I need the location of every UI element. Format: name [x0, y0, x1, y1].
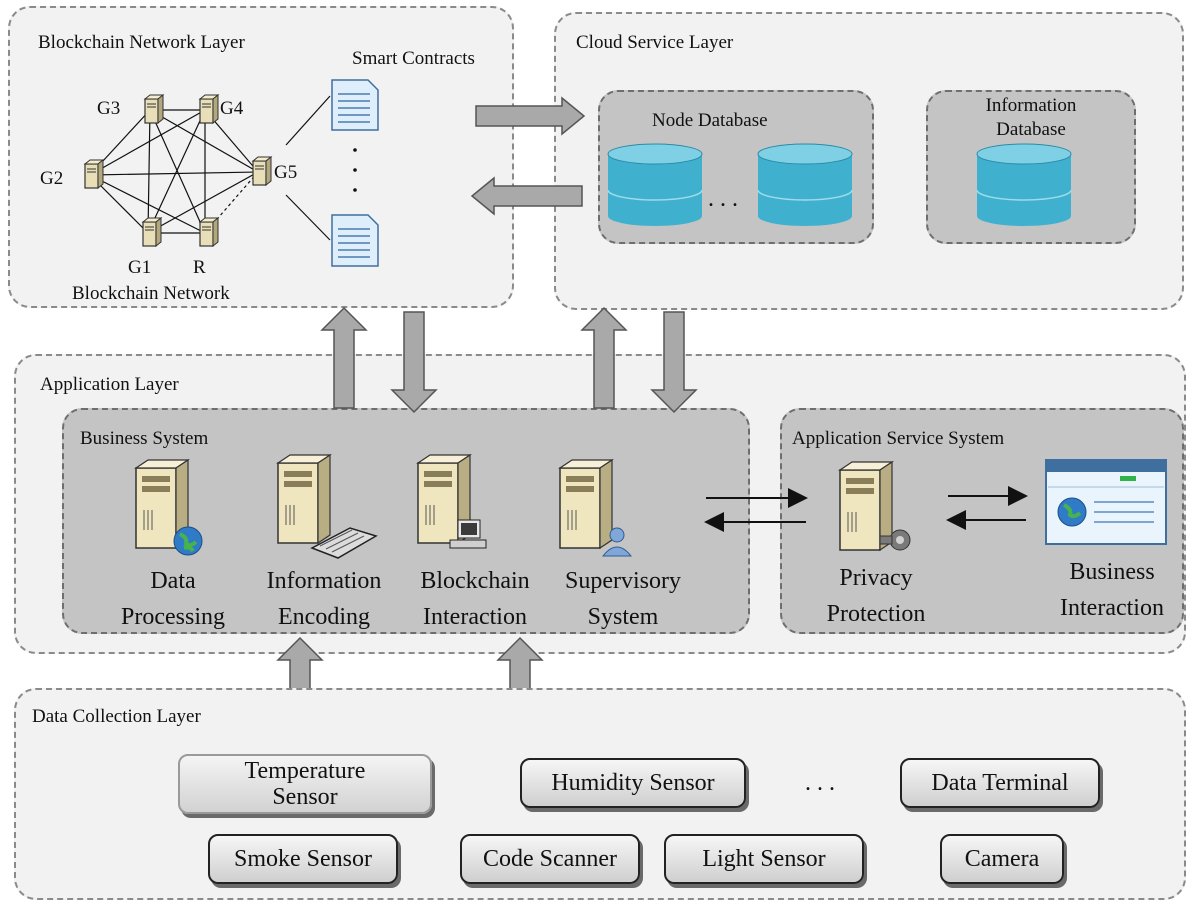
code-scanner: Code Scanner — [460, 834, 640, 884]
blockchain-interaction-label: Blockchain Interaction — [420, 568, 530, 630]
information-encoding-label: Information Encoding — [266, 568, 382, 630]
information-database-label: Information Database — [985, 95, 1077, 140]
blockchain-network-layer: Blockchain Network Layer Smart Contracts — [8, 6, 514, 308]
data-processing-label: Data Processing — [121, 568, 225, 630]
blockchain-layer-title: Blockchain Network Layer — [38, 32, 245, 53]
database-ellipsis: . . . — [708, 186, 738, 212]
light-sensor: Light Sensor — [664, 834, 864, 884]
camera: Camera — [940, 834, 1064, 884]
privacy-protection-label: Privacy Protection — [826, 565, 926, 627]
information-database-group: Information Database — [926, 90, 1136, 244]
business-interaction-label: Business Interaction — [1060, 559, 1164, 621]
data-collection-layer-title: Data Collection Layer — [32, 706, 201, 727]
application-layer-title: Application Layer — [40, 374, 179, 395]
node-database-label: Node Database — [652, 110, 768, 131]
sensor-ellipsis: . . . — [805, 770, 835, 796]
application-service-system-title: Application Service System — [792, 428, 1005, 449]
node-label-g4: G4 — [220, 98, 244, 119]
node-label-g3: G3 — [97, 98, 121, 119]
node-label-g5: G5 — [274, 162, 298, 183]
node-label-r: R — [193, 257, 206, 278]
node-label-g1: G1 — [128, 257, 152, 278]
smart-contracts-label: Smart Contracts — [352, 48, 475, 69]
cloud-layer-title: Cloud Service Layer — [576, 32, 734, 53]
blockchain-network-label: Blockchain Network — [72, 283, 230, 304]
supervisory-system-label: Supervisory System — [565, 568, 681, 630]
smoke-sensor: Smoke Sensor — [208, 834, 398, 884]
temperature-sensor: Temperature Sensor — [178, 754, 432, 814]
business-system-title: Business System — [80, 428, 209, 449]
node-database-group: Node Database — [598, 90, 874, 244]
humidity-sensor: Humidity Sensor — [520, 758, 746, 808]
node-label-g2: G2 — [40, 168, 64, 189]
data-terminal: Data Terminal — [900, 758, 1100, 808]
